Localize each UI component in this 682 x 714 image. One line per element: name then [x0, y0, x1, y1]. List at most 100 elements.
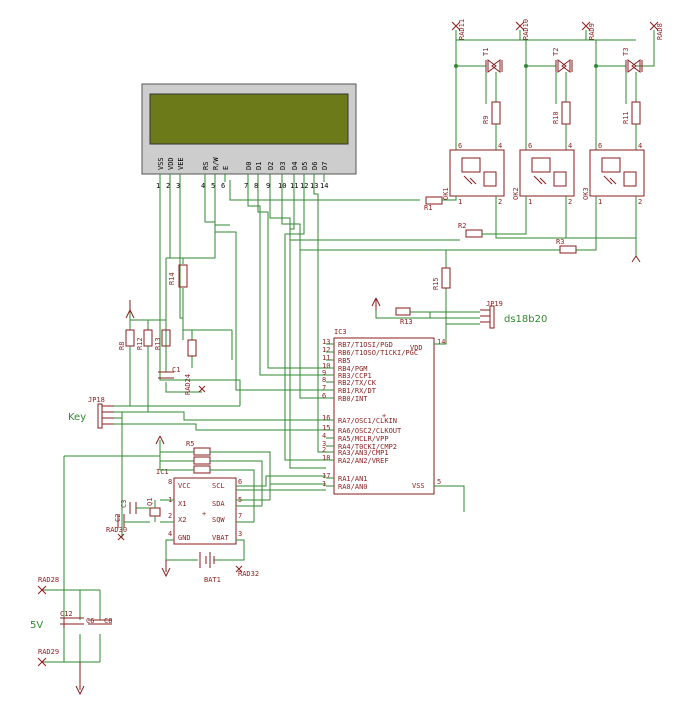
pad-top — [581, 21, 591, 31]
mcu-supply — [434, 250, 465, 508]
pad-top-label: RAD9 — [588, 23, 596, 40]
lcd-pin-name: R/W — [212, 157, 220, 170]
opto-body — [519, 149, 575, 197]
mcu-pin-name: RA6/OSC2/CLKOUT — [338, 427, 402, 435]
lcd-pin-number: 9 — [266, 182, 270, 190]
pad-rad24 — [198, 385, 206, 393]
lcd-pin-name: D3 — [279, 162, 287, 170]
rtc-pin-number: 6 — [238, 478, 242, 486]
opto-feed-wire — [455, 100, 497, 150]
resistor-r5: R5 — [155, 435, 271, 522]
ground-arrow-opto — [631, 255, 641, 263]
mcu-vss-num: 5 — [437, 478, 441, 486]
lcd-pin-name: D4 — [291, 162, 299, 170]
mcu-pin-number: 9 — [322, 369, 326, 377]
r13-series-label: R13 — [400, 318, 413, 326]
c12-label: C12 — [60, 610, 73, 618]
lcd-pin-name: D0 — [245, 162, 253, 170]
lcd-wiring — [159, 180, 460, 469]
r1-label: R1 — [424, 204, 432, 212]
gate-resistor-label: R9 — [482, 116, 490, 124]
bat1-label: BAT1 — [204, 576, 221, 584]
rtc-plus: + — [202, 510, 206, 518]
mcu-pin-name: RA1/AN1 — [338, 475, 368, 483]
opto-led — [483, 171, 497, 187]
pad-top-label: RAD8 — [656, 23, 664, 40]
mcu-plus: + — [382, 412, 386, 420]
opto-pin-2: 2 — [568, 198, 572, 206]
mcu-pin-name: RA2/AN2/VREF — [338, 457, 389, 465]
mcu-pin-number: 3 — [322, 440, 326, 448]
triac-symbol — [625, 59, 643, 73]
lcd-glass — [149, 93, 349, 145]
pad-top — [649, 21, 659, 31]
mcu-pin-number: 10 — [322, 362, 330, 370]
mcu-pin-number: 17 — [322, 472, 330, 480]
series-resistors: R1 R2 R3 — [300, 196, 641, 263]
opto-led — [623, 171, 637, 187]
r8-label: R8 — [118, 342, 126, 350]
rtc-name: IC1 — [156, 468, 169, 476]
r5-label: R5 — [186, 440, 194, 448]
key-label: Key — [68, 412, 86, 423]
mcu-ic3: IC3 VDD VSS + 14 5 RB7/T1OSI/PGD13RB6/T1… — [322, 328, 445, 495]
rad24-label: RAD24 — [184, 374, 192, 395]
opto-triac — [531, 157, 551, 173]
mcu-vss: VSS — [412, 482, 425, 490]
opto-led — [553, 171, 567, 187]
r12-label: R12 — [136, 337, 144, 350]
pad-rad32 — [235, 565, 243, 573]
triac-label: T2 — [552, 48, 560, 56]
mcu-pin-number: 7 — [322, 384, 326, 392]
junction — [594, 64, 598, 68]
mcu-pin-name: RA4/T0CKI/CMP2 — [338, 443, 397, 451]
r3-label: R3 — [556, 238, 564, 246]
capacitor-c1: C1 — [158, 366, 180, 379]
mcu-pin-number: 4 — [322, 432, 326, 440]
rad29-label: RAD29 — [38, 648, 59, 656]
vcc-arrow-jp19 — [371, 297, 381, 310]
junction — [454, 64, 458, 68]
rad30-label: RAD30 — [106, 526, 127, 534]
mcu-pin-number: 6 — [322, 392, 326, 400]
vcc-arrow-left — [125, 300, 135, 319]
mcu-name: IC3 — [334, 328, 347, 336]
mcu-pin-name: RA3/AN3/CMP1 — [338, 449, 389, 457]
pad-top-label: RAD11 — [458, 19, 466, 40]
mcu-pin-number: 12 — [322, 346, 330, 354]
lcd-pin-number: 1 — [156, 182, 160, 190]
triac-symbol — [485, 59, 503, 73]
c1-label: C1 — [172, 366, 180, 374]
pad-top — [515, 21, 525, 31]
r15-label: R15 — [432, 277, 440, 290]
mcu-pin-name: RA5/MCLR/VPP — [338, 435, 389, 443]
r14-label: R14 — [168, 272, 176, 285]
rtc-pin-name: GND — [178, 534, 191, 542]
lcd-pin-number: 4 — [201, 182, 205, 190]
opto-pin-6: 6 — [598, 142, 602, 150]
opto-label: OK2 — [512, 187, 520, 200]
lcd-pin-name: D5 — [301, 162, 309, 170]
resistor-r14: R14 — [168, 264, 188, 288]
opto-pin-4: 4 — [568, 142, 572, 150]
rtc-pin-name: X1 — [178, 500, 186, 508]
opto-light-arrows — [603, 175, 617, 185]
r13-label: R13 — [154, 337, 162, 350]
mcu-pin-name: RB1/RX/DT — [338, 387, 377, 395]
mcu-pin-name: RA7/OSC1/CLKIN — [338, 417, 397, 425]
pad-top — [451, 21, 461, 31]
rtc-pin-number: 3 — [238, 530, 242, 538]
mcu-pin-name: RA0/AN0 — [338, 483, 368, 491]
triac-top-bus — [455, 39, 636, 66]
rtc-mcu-wiring — [236, 475, 465, 523]
opto-pin-1: 1 — [458, 198, 462, 206]
pad-rad29 — [37, 657, 47, 667]
triac-label: T1 — [482, 48, 490, 56]
jp18-label: JP18 — [88, 396, 105, 404]
lcd-pin-number: 8 — [254, 182, 258, 190]
lcd-pin-name: D6 — [311, 162, 319, 170]
gate-resistor — [561, 101, 571, 125]
